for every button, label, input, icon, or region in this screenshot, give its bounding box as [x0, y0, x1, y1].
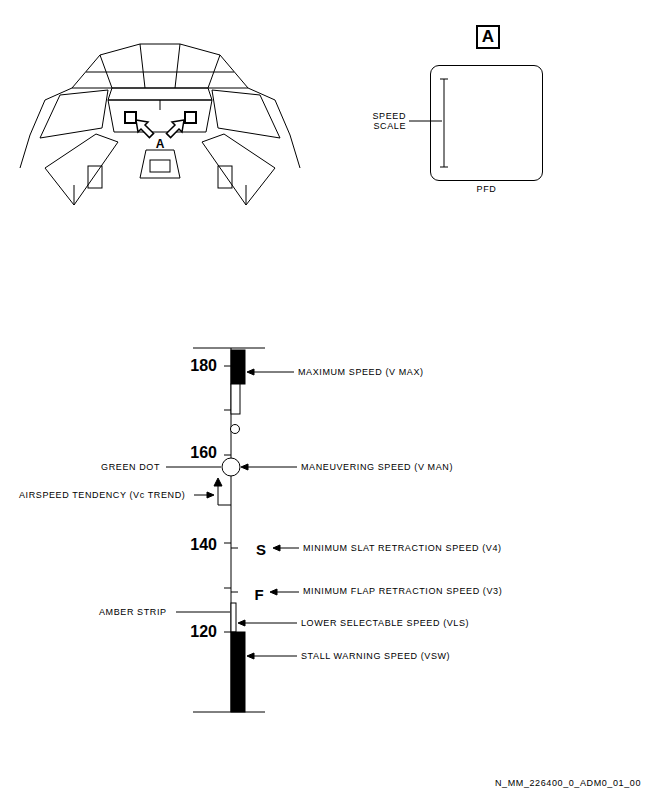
figure-reference: N_MM_226400_0_ADM0_01_00	[495, 778, 641, 788]
tick	[224, 632, 231, 633]
leader-line	[166, 467, 221, 468]
vsw-bar	[231, 632, 245, 712]
speed-value: 180	[190, 357, 217, 375]
green-dot-symbol	[222, 458, 240, 476]
side-window	[248, 88, 300, 168]
v3-tick	[231, 592, 238, 593]
side-window-right	[212, 90, 280, 138]
pfd-screen-marker	[125, 112, 136, 123]
pedestal-unit	[150, 160, 170, 172]
speed-value: 120	[190, 623, 217, 641]
speed-value: 160	[190, 444, 217, 462]
speed-value: 140	[190, 536, 217, 554]
overspeed-strip	[231, 384, 240, 414]
view-box: A	[476, 25, 500, 49]
tick	[224, 410, 231, 411]
scale-bar	[444, 79, 445, 167]
console-edge	[246, 185, 247, 205]
leaders	[166, 369, 299, 659]
pfd-display: PFD	[430, 65, 543, 181]
windshield-post	[175, 44, 180, 88]
tick	[224, 455, 231, 456]
view-letter: A	[156, 138, 165, 152]
instrument-panel	[108, 100, 212, 132]
callout-text: LOWER SELECTABLE SPEED (VLS)	[301, 618, 469, 628]
callout-text: GREEN DOT	[101, 462, 160, 472]
callout-text: STALL WARNING SPEED (VSW)	[301, 651, 450, 661]
view-arrow	[136, 120, 154, 138]
arrowhead	[270, 589, 277, 595]
pfd-screen-marker	[185, 112, 196, 123]
trend-arrowhead	[214, 478, 222, 486]
speed-scale	[193, 348, 265, 712]
pfd-speed-scale-symbol	[409, 79, 448, 167]
arrowhead	[238, 620, 245, 626]
vmax-bar	[231, 350, 245, 384]
view-arrow	[166, 120, 184, 138]
part-label: SPEED SCALE	[360, 111, 406, 132]
glareshield	[108, 88, 212, 100]
callout-text: MINIMUM SLAT RETRACTION SPEED (V4)	[303, 543, 502, 553]
tick	[224, 366, 231, 367]
amber-strip-symbol	[231, 603, 236, 632]
arrowhead	[273, 545, 280, 551]
trend-arrow	[218, 485, 219, 505]
trend-base	[218, 505, 231, 506]
side-window	[20, 88, 72, 168]
windshield-post	[140, 44, 145, 88]
pedestal	[140, 150, 180, 178]
side-window-left	[40, 90, 108, 138]
speed-symbol: S	[256, 541, 266, 558]
leader-line	[244, 467, 297, 468]
side-console-right	[202, 134, 275, 205]
leader-line	[250, 372, 294, 373]
console-box	[88, 166, 102, 188]
callout-text: MANEUVERING SPEED (V MAN)	[301, 462, 453, 472]
leader-line	[176, 612, 230, 613]
scale-serif	[440, 79, 448, 80]
arrowhead	[241, 464, 248, 470]
speed-symbol: F	[254, 586, 263, 603]
callout-text: MAXIMUM SPEED (V MAX)	[298, 367, 424, 377]
scale-serif	[440, 167, 448, 168]
tick	[224, 588, 231, 589]
cockpit-drawing	[20, 44, 300, 205]
leader-line	[409, 121, 442, 122]
callout-text: MINIMUM FLAP RETRACTION SPEED (V3)	[303, 586, 502, 596]
scale-end	[193, 712, 265, 713]
console-box	[218, 166, 232, 188]
display-caption: PFD	[477, 184, 497, 194]
side-console-left	[45, 134, 118, 205]
callout-text: AMBER STRIP	[99, 607, 167, 617]
windshield-frame	[72, 44, 248, 88]
small-circle	[231, 425, 240, 434]
v4-tick	[231, 548, 238, 549]
arrowhead	[247, 369, 254, 375]
leader-line	[250, 656, 297, 657]
arrowhead	[207, 492, 214, 498]
leader-line	[241, 623, 297, 624]
view-letter: A	[482, 27, 494, 47]
arrowhead	[247, 653, 254, 659]
callout-text: AIRSPEED TENDENCY (Vc TREND)	[19, 490, 185, 500]
windshield-line	[86, 72, 234, 73]
console-edge	[74, 185, 75, 205]
scale-end	[193, 348, 265, 349]
tick	[224, 543, 231, 544]
panel-line	[160, 100, 161, 110]
